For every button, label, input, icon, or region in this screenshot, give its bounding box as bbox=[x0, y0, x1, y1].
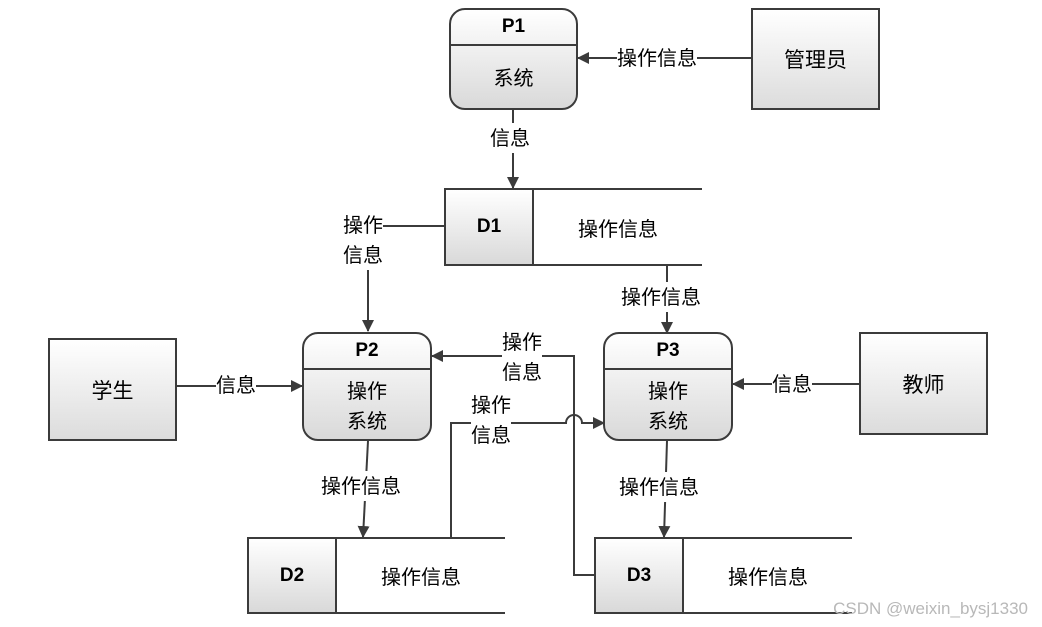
process-p3: P3 操作 系统 bbox=[603, 332, 733, 441]
label-d2-to-p3-line2: 信息 bbox=[471, 423, 511, 447]
store-d1-name: 操作信息 bbox=[578, 216, 658, 241]
store-d2-name: 操作信息 bbox=[381, 565, 461, 589]
store-d1-id: D1 bbox=[444, 188, 534, 266]
entity-teacher-label: 教师 bbox=[902, 372, 945, 397]
label-d1-to-p2-line1: 操作 bbox=[343, 213, 383, 237]
entity-admin-label: 管理员 bbox=[784, 48, 847, 72]
label-d3-to-p2: 操作 信息 bbox=[502, 327, 542, 387]
store-d3-name: 操作信息 bbox=[728, 565, 808, 589]
process-p1-id: P1 bbox=[451, 10, 576, 46]
label-teacher-to-p3: 信息 bbox=[772, 369, 812, 399]
label-d3-to-p2-line2: 信息 bbox=[502, 360, 542, 384]
label-d3-to-p2-line1: 操作 bbox=[502, 330, 542, 354]
process-p3-id: P3 bbox=[605, 334, 731, 370]
watermark: CSDN @weixin_bysj1330 bbox=[833, 599, 1028, 618]
label-d1-to-p2-line2: 信息 bbox=[343, 243, 383, 267]
process-p2-name-line2: 系统 bbox=[347, 408, 387, 433]
entity-admin: 管理员 bbox=[751, 8, 880, 110]
label-d2-to-p3-line1: 操作 bbox=[471, 393, 511, 417]
store-d1: D1 操作信息 bbox=[444, 188, 702, 266]
process-p2-id: P2 bbox=[304, 334, 430, 370]
entity-teacher: 教师 bbox=[859, 332, 988, 435]
label-p2-to-d2: 操作信息 bbox=[321, 471, 401, 501]
process-p1: P1 系统 bbox=[449, 8, 578, 110]
label-d2-to-p3: 操作 信息 bbox=[471, 390, 511, 450]
label-d1-to-p2: 操作 信息 bbox=[343, 210, 383, 270]
label-admin-to-p1: 操作信息 bbox=[617, 43, 697, 73]
entity-student-label: 学生 bbox=[91, 378, 134, 403]
label-p3-to-d3: 操作信息 bbox=[619, 472, 699, 502]
process-p3-name-line2: 系统 bbox=[648, 408, 688, 433]
label-d1-to-p3: 操作信息 bbox=[621, 282, 701, 312]
store-d3: D3 操作信息 bbox=[594, 537, 852, 614]
process-p2: P2 操作 系统 bbox=[302, 332, 432, 441]
process-p1-name: 系统 bbox=[493, 66, 534, 90]
store-d2: D2 操作信息 bbox=[247, 537, 505, 614]
process-p2-name-line1: 操作 bbox=[347, 378, 387, 403]
label-p1-to-d1: 信息 bbox=[490, 123, 530, 153]
entity-student: 学生 bbox=[48, 338, 177, 441]
process-p3-name-line1: 操作 bbox=[648, 378, 688, 403]
label-student-to-p2: 信息 bbox=[216, 370, 256, 400]
flow-d2-to-p3 bbox=[450, 414, 605, 537]
store-d2-id: D2 bbox=[247, 537, 337, 614]
store-d3-id: D3 bbox=[594, 537, 684, 614]
